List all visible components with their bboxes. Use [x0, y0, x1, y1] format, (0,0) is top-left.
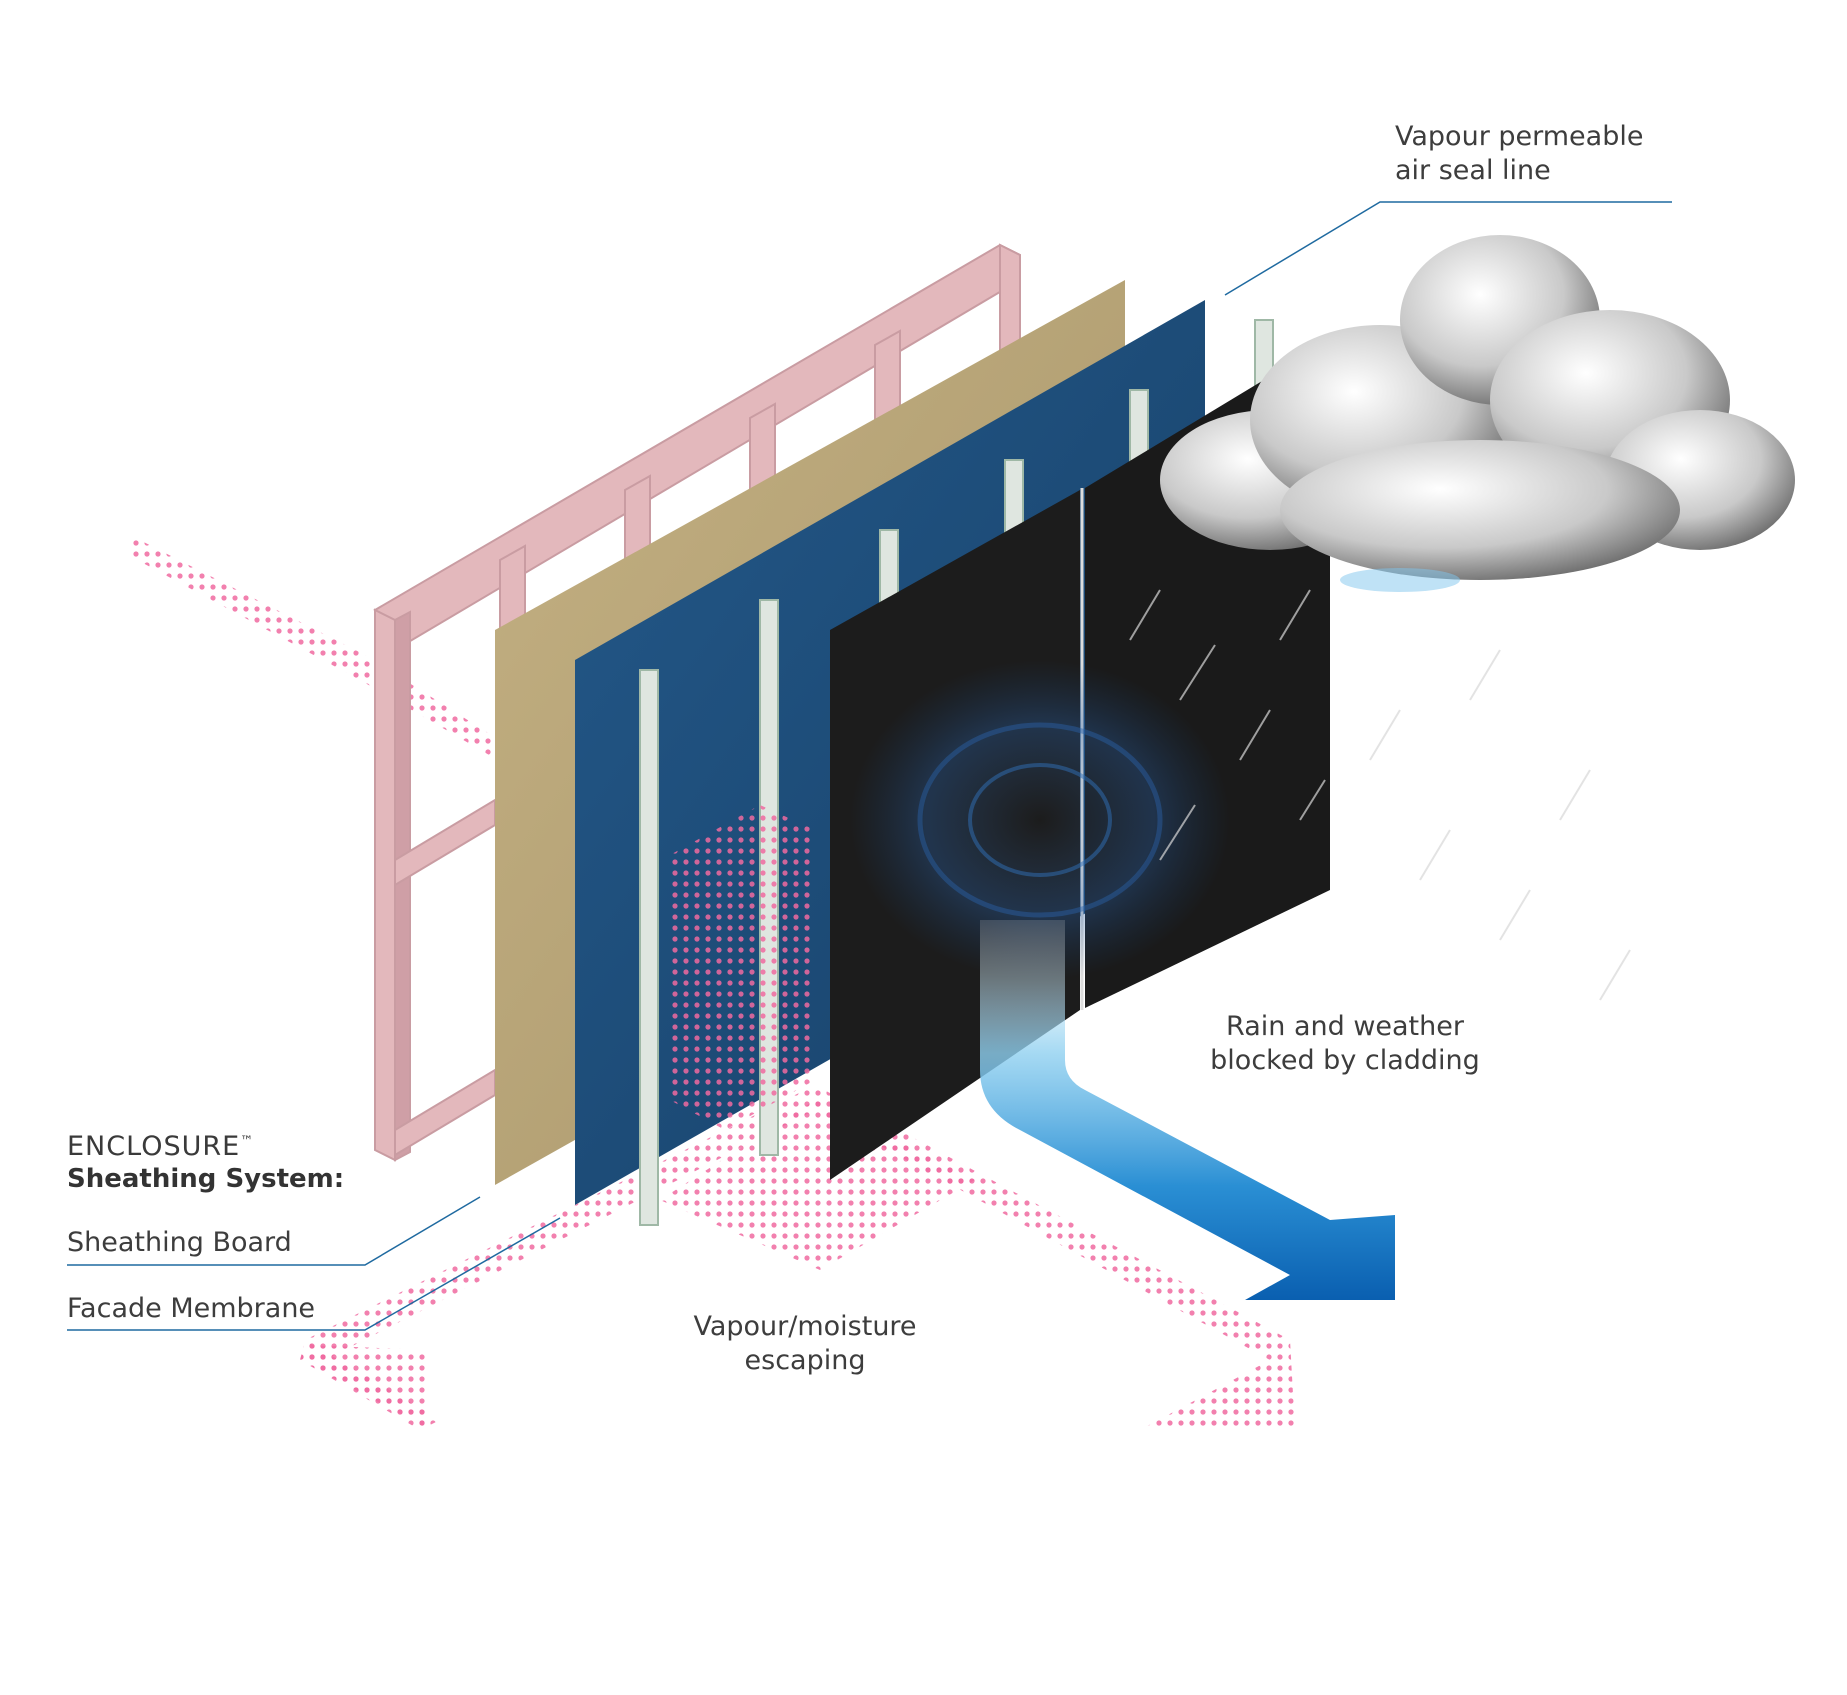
- vapour-column: [670, 805, 815, 1130]
- leader-lines: [67, 201, 1672, 1331]
- brand-name: ENCLOSURE™: [67, 1125, 254, 1164]
- system-heading: Sheathing System:: [67, 1164, 345, 1194]
- trademark-mark: ™: [240, 1134, 255, 1149]
- rain-label: Rain and weather blocked by cladding: [1210, 1011, 1480, 1076]
- vapour-arrow: [128, 535, 1295, 1430]
- facade-membrane-label: Facade Membrane: [67, 1293, 316, 1324]
- water-arrow: [980, 920, 1395, 1300]
- vapour-label: Vapour/moisture escaping: [693, 1311, 917, 1376]
- air-seal-label: Vapour permeable air seal line: [1395, 121, 1644, 186]
- brand-text: ENCLOSURE: [67, 1131, 241, 1162]
- cloud-icon: [1160, 235, 1795, 592]
- rain-streaks: [1129, 589, 1631, 1001]
- sheathing-board-label: Sheathing Board: [67, 1227, 292, 1258]
